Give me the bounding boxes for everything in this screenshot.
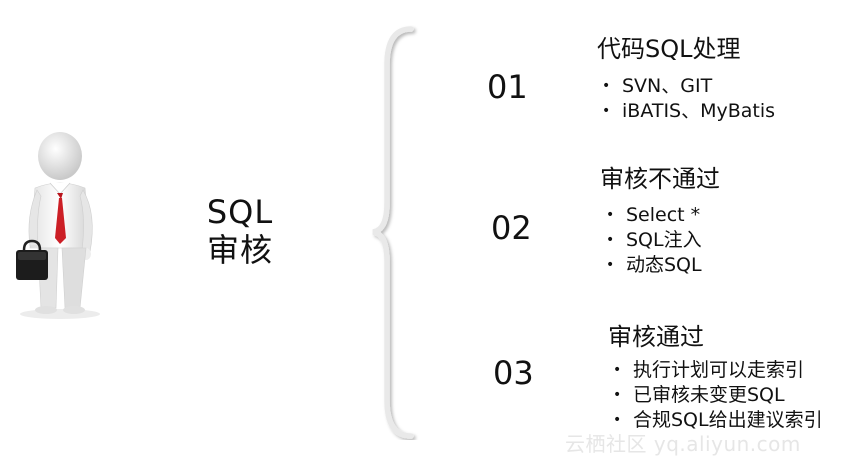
- section-number-02: 02: [491, 209, 532, 247]
- section-heading-03: 审核通过: [608, 323, 704, 351]
- center-label-line1: SQL: [206, 193, 274, 231]
- center-label-line2: 审核: [206, 231, 273, 269]
- center-label: SQL 审核: [195, 193, 285, 269]
- section-heading-02: 审核不通过: [600, 165, 720, 193]
- section-list-02: Select * SQL注入 动态SQL: [604, 203, 702, 278]
- list-item: 合规SQL给出建议索引: [611, 408, 823, 433]
- section-number-03: 03: [493, 354, 534, 392]
- section-number-01: 01: [487, 68, 528, 106]
- list-item: iBATIS、MyBatis: [600, 99, 775, 124]
- list-item: SQL注入: [604, 228, 702, 253]
- list-item: 动态SQL: [604, 253, 702, 278]
- section-heading-01: 代码SQL处理: [597, 35, 741, 63]
- businessman-illustration: [16, 132, 100, 319]
- curly-brace: [372, 26, 414, 439]
- list-item: Select *: [604, 203, 702, 228]
- section-list-01: SVN、GIT iBATIS、MyBatis: [600, 74, 775, 124]
- list-item: 执行计划可以走索引: [611, 358, 823, 383]
- section-list-03: 执行计划可以走索引 已审核未变更SQL 合规SQL给出建议索引: [611, 358, 823, 433]
- watermark: 云栖社区 yq.aliyun.com: [565, 432, 801, 456]
- list-item: SVN、GIT: [600, 74, 775, 99]
- list-item: 已审核未变更SQL: [611, 383, 823, 408]
